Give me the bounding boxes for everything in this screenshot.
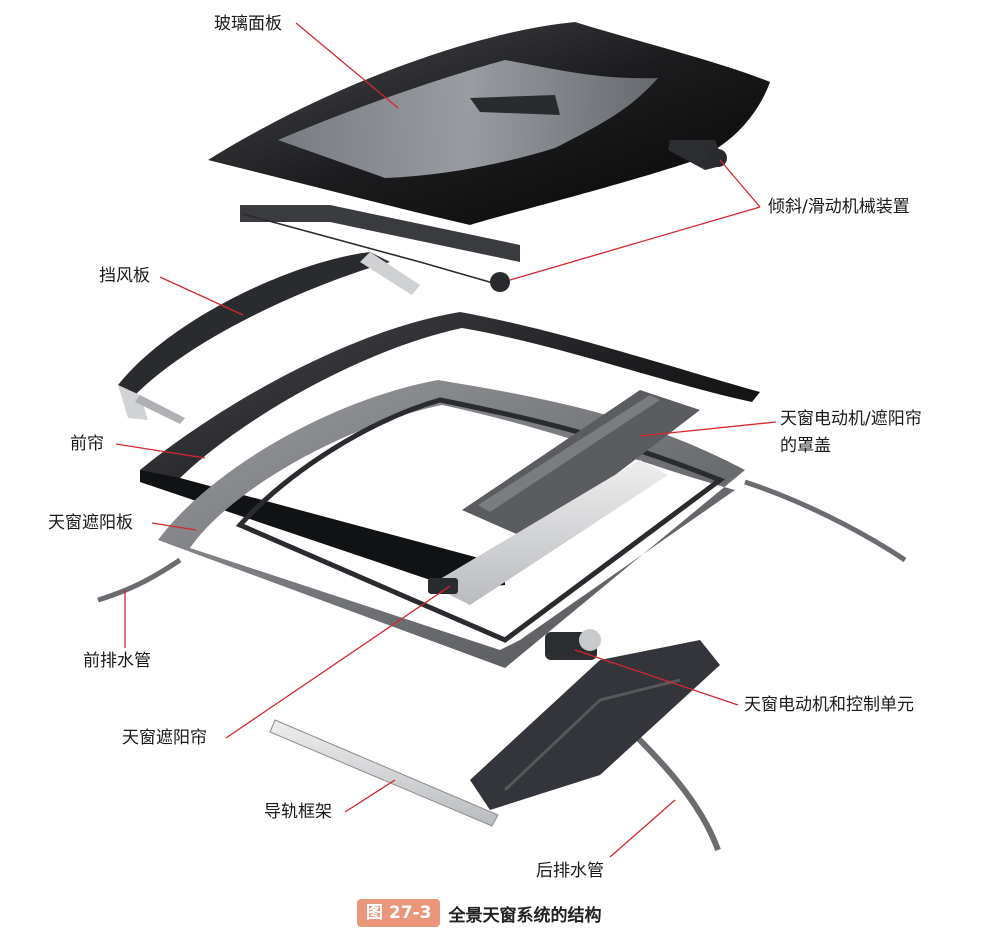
leader-motor-cover [639,421,777,437]
leader-tilt-slide-lower [509,206,761,281]
figure-title: 全景天窗系统的结构 [448,905,602,926]
label-wind-deflector: 挡风板 [99,266,150,286]
label-front-drain: 前排水管 [83,651,151,671]
label-guide-frame: 导轨框架 [264,802,332,822]
label-sunshade-blind: 天窗遮阳帘 [122,728,207,748]
label-motor-control-unit: 天窗电动机和控制单元 [744,695,914,715]
leader-motor-control-unit [574,649,739,706]
label-sunshade-panel: 天窗遮阳板 [48,513,133,533]
figure-caption: 图 27-3 全景天窗系统的结构 [357,898,601,928]
guide-frame-part [269,640,720,827]
leader-front-curtain [115,443,206,459]
wind-deflector-part [118,252,420,424]
sunshade-blind-part [428,460,668,605]
leader-rear-drain [609,799,676,858]
leader-sunshade-blind [225,585,451,739]
leader-sunshade-panel [151,522,197,531]
sunshade-panel-part [158,380,745,668]
label-motor-cover: 天窗电动机/遮阳帘 的罩盖 [780,406,980,460]
glass-panel-part [208,22,770,225]
front-drain-pipe [97,557,182,603]
label-rear-drain: 后排水管 [536,861,604,881]
right-drain-pipe [744,479,907,563]
label-motor-cover-line1: 天窗电动机/遮阳帘 [780,409,922,429]
leader-glass-panel [295,22,399,109]
label-motor-cover-line2: 的罩盖 [780,436,831,456]
motor-cover-part [462,390,700,540]
label-tilt-slide-mechanism: 倾斜/滑动机械装置 [768,197,910,217]
label-front-curtain: 前帘 [70,434,104,454]
leader-tilt-slide-upper [719,159,761,208]
leader-wind-deflector [159,276,244,316]
leader-guide-frame [344,779,396,813]
figure-number-badge: 图 27-3 [357,899,441,927]
label-glass-panel: 玻璃面板 [214,14,282,34]
leader-lines [115,22,777,858]
tilt-slide-mechanism-part [240,140,727,292]
